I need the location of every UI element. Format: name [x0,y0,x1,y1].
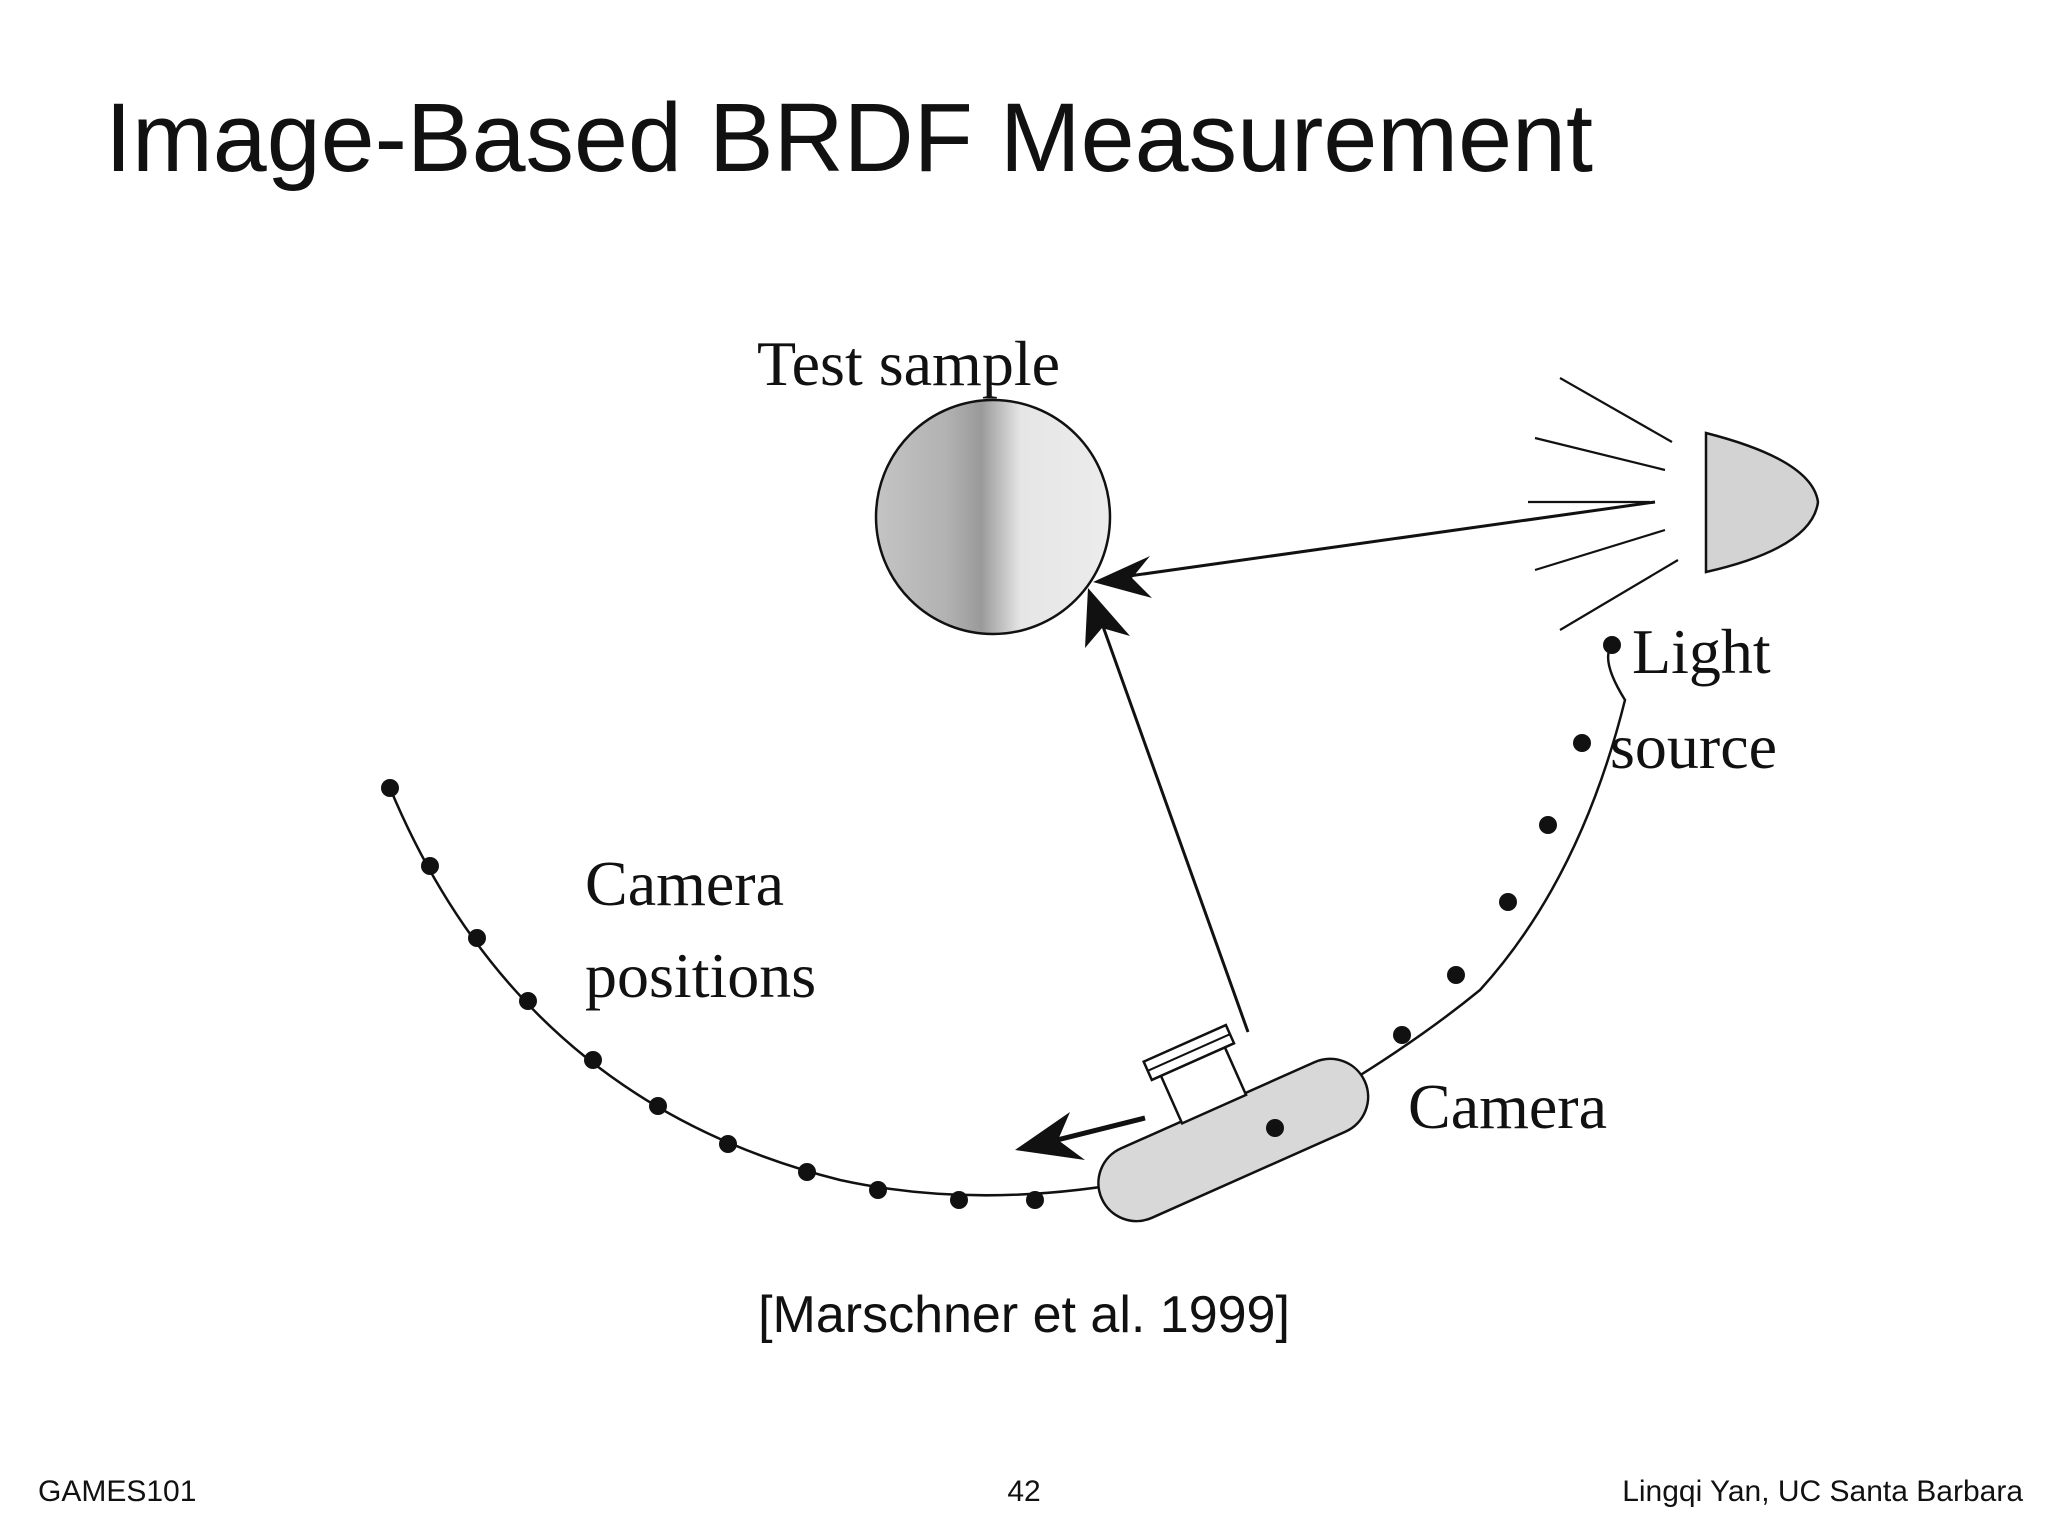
camera-lens-line [1147,1033,1231,1072]
motion-arrow [1044,1115,1146,1146]
light-arrow-head [1093,556,1152,598]
light-ray [1559,559,1679,631]
light-ray [1534,528,1666,572]
label-camera-positions-line2: positions [585,940,816,1011]
camera-position-dot [381,779,399,797]
light-rays [1528,377,1679,631]
camera-position-dot [798,1163,816,1181]
camera-center-dot [1266,1119,1284,1137]
citation: [Marschner et al. 1999] [758,1286,1290,1344]
footer-author: Lingqi Yan, UC Santa Barbara [1622,1475,2023,1508]
camera-position-dot [519,992,537,1010]
camera-position-dot [1539,816,1557,834]
light-to-sample-arrow [1114,500,1656,580]
camera-device [1097,1023,1370,1223]
test-sample-sphere [874,398,1112,636]
label-light-line2: source [1610,711,1777,782]
motion-arrow-head [1015,1112,1085,1160]
camera-arrow-head [1085,588,1130,648]
camera-position-dot [869,1181,887,1199]
light-source-dot [1603,636,1621,654]
footer-page-number: 42 [1007,1475,1041,1508]
camera-position-dot [1026,1191,1044,1209]
camera-position-dot [1393,1026,1411,1044]
camera-position-dot [468,929,486,947]
label-light-line1: Light [1632,616,1771,687]
slide-title: Image-Based BRDF Measurement [105,83,1593,192]
camera-position-dot [1499,893,1517,911]
light-source-lamp [1704,431,1820,574]
label-camera: Camera [1408,1071,1607,1142]
camera-to-sample-arrow [1098,617,1250,1033]
label-camera-positions-line1: Camera [585,848,784,919]
camera-position-dot [719,1135,737,1153]
camera-position-dot [649,1097,667,1115]
camera-position-dot [1573,734,1591,752]
camera-position-dot [1447,966,1465,984]
camera-position-dot [950,1191,968,1209]
light-ray [1559,377,1673,443]
label-test-sample: Test sample [757,328,1060,399]
footer-course: GAMES101 [38,1475,197,1508]
camera-position-dot [584,1051,602,1069]
light-ray [1534,436,1666,472]
camera-position-dot [421,857,439,875]
